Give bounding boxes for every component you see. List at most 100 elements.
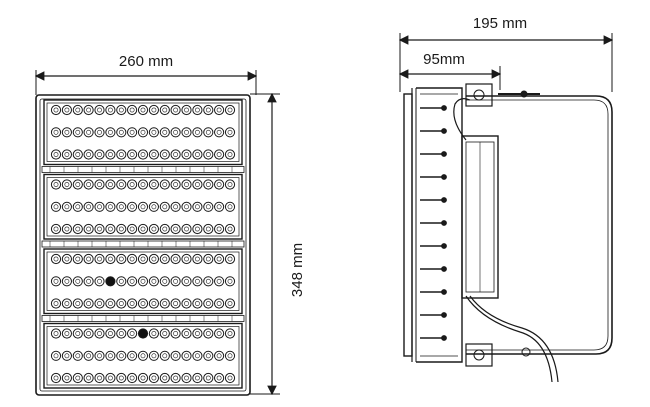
led-lens xyxy=(214,350,225,361)
led-lens xyxy=(116,201,127,212)
led-lens xyxy=(159,201,170,212)
led-lens xyxy=(203,328,214,339)
bracket-depth-dimension: 95mm xyxy=(398,51,502,90)
led-lens xyxy=(105,201,116,212)
led-lens xyxy=(159,179,170,190)
led-lens xyxy=(214,127,225,138)
led-lens xyxy=(148,104,159,116)
led-lens xyxy=(83,276,94,287)
fixture-housing xyxy=(35,94,251,396)
led-lens xyxy=(192,127,203,138)
led-lens xyxy=(116,149,127,160)
led-lens xyxy=(127,223,138,235)
led-lens xyxy=(72,127,83,138)
led-lens xyxy=(181,149,192,160)
led-lens xyxy=(203,104,214,116)
led-lens xyxy=(116,298,127,309)
led-lens xyxy=(224,372,236,384)
led-lens xyxy=(203,179,214,190)
led-lens xyxy=(50,179,62,190)
led-lens xyxy=(214,276,225,287)
led-lens xyxy=(137,298,149,309)
led-lens xyxy=(137,276,149,287)
led-lens xyxy=(105,350,116,361)
led-module xyxy=(41,99,245,173)
front-height-label: 348 mm xyxy=(289,243,306,297)
led-lens xyxy=(181,201,192,212)
led-lens xyxy=(72,104,83,116)
led-lens xyxy=(61,328,73,339)
led-lens xyxy=(137,149,149,160)
led-lens xyxy=(105,328,116,339)
led-lens xyxy=(61,298,73,309)
heat-sink xyxy=(416,87,463,363)
led-lens xyxy=(181,350,192,361)
led-lens xyxy=(61,276,73,287)
led-lens xyxy=(192,328,203,339)
led-lens xyxy=(170,201,181,212)
led-lens xyxy=(127,372,138,384)
led-lens xyxy=(61,149,73,160)
led-lens xyxy=(50,372,62,384)
led-lens xyxy=(192,223,203,235)
led-lens xyxy=(83,149,94,160)
led-lens xyxy=(181,372,192,384)
led-lens xyxy=(105,149,116,160)
led-lens xyxy=(181,104,192,116)
led-lens xyxy=(203,276,214,287)
led-lens xyxy=(214,298,225,309)
led-lens xyxy=(116,372,127,384)
led-lens xyxy=(50,298,62,309)
led-lens xyxy=(72,201,83,212)
led-lens xyxy=(105,223,116,235)
led-lens xyxy=(72,350,83,361)
led-lens xyxy=(159,253,170,265)
led-lens xyxy=(94,328,105,339)
led-lens xyxy=(159,276,170,287)
led-lens xyxy=(170,372,181,384)
led-lens xyxy=(127,179,138,190)
led-lens xyxy=(72,372,83,384)
led-lens xyxy=(94,201,105,212)
led-lens xyxy=(214,253,225,265)
power-cable xyxy=(453,98,559,383)
front-view: 260 mm 348 mm xyxy=(34,53,306,396)
led-lens xyxy=(83,104,94,116)
led-lens xyxy=(192,276,203,287)
led-lens xyxy=(224,298,236,309)
led-lens xyxy=(94,350,105,361)
led-lens xyxy=(159,223,170,235)
led-lens xyxy=(83,328,94,339)
led-lens xyxy=(94,223,105,235)
led-lens xyxy=(94,149,105,160)
led-lens xyxy=(83,253,94,265)
led-lens xyxy=(170,350,181,361)
led-lens xyxy=(214,223,225,235)
led-lens xyxy=(94,127,105,138)
mounting-bracket xyxy=(465,83,613,367)
led-lens xyxy=(50,253,62,265)
led-lens xyxy=(72,328,83,339)
led-lens xyxy=(105,104,116,116)
led-lens xyxy=(170,253,181,265)
led-lens xyxy=(159,328,170,339)
led-lens xyxy=(159,350,170,361)
front-height-dimension: 348 mm xyxy=(250,92,306,396)
led-lens xyxy=(170,223,181,235)
led-lens xyxy=(61,372,73,384)
led-lens xyxy=(159,104,170,116)
module-divider xyxy=(41,240,245,248)
led-lens xyxy=(83,201,94,212)
led-lens xyxy=(83,372,94,384)
led-lens xyxy=(137,104,149,116)
led-lens xyxy=(127,350,138,361)
led-lens xyxy=(137,372,149,384)
led-lens xyxy=(170,149,181,160)
led-lens xyxy=(224,276,236,287)
led-lens xyxy=(83,223,94,235)
led-lens xyxy=(148,179,159,190)
led-lens xyxy=(116,253,127,265)
led-lens xyxy=(127,298,138,309)
led-lens xyxy=(61,201,73,212)
